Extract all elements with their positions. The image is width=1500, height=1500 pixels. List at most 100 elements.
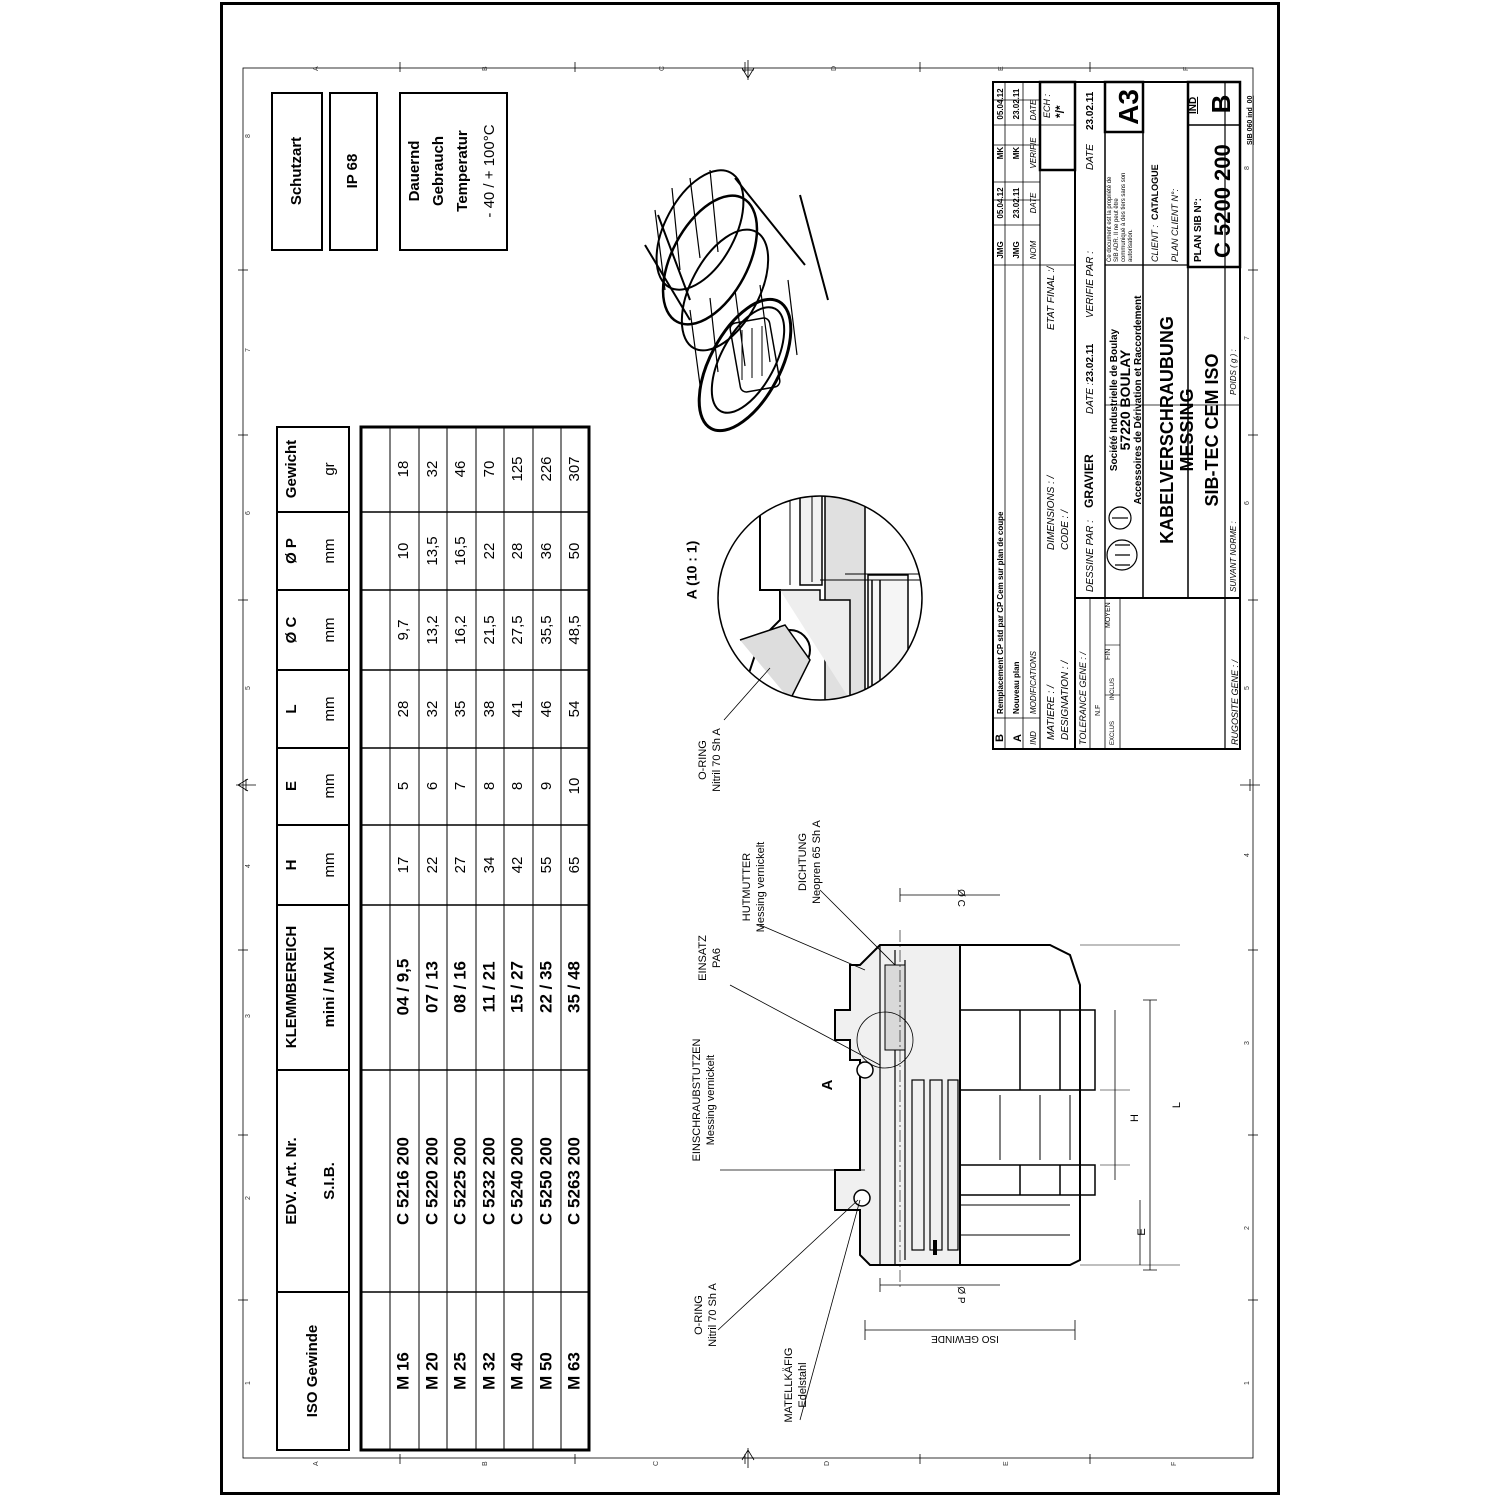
dim-h: H: [1129, 1114, 1141, 1122]
client-label: CLIENT :: [1150, 224, 1160, 262]
table-cell-r3-c6: 21,5: [481, 615, 498, 644]
etat-final: ETAT FINAL :/: [1046, 265, 1057, 330]
zone-number-right-7: 7: [1244, 336, 1251, 340]
tol-nf: N.F: [1095, 705, 1102, 716]
zone-number-left-3: 3: [245, 1014, 252, 1018]
zone-letter-top-f: F: [1183, 67, 1190, 71]
code: CODE : /: [1060, 509, 1071, 550]
zone-number-left-5: 5: [245, 686, 252, 690]
table-cell-r0-c7: 10: [395, 543, 412, 560]
tol-exclus: EXCLUS: [1110, 721, 1116, 745]
table-header-l1-1: EDV. Art. Nr.: [283, 1137, 300, 1224]
table-cell-r2-c5: 35: [452, 701, 469, 718]
sheet-format: A3: [1113, 89, 1144, 125]
table-cell-r1-c0: M 20: [422, 1352, 441, 1390]
table-cell-r4-c5: 41: [509, 701, 526, 718]
zone-letter-top-e: E: [998, 66, 1005, 71]
table-cell-r3-c3: 34: [481, 857, 498, 874]
zone-number-right-5: 5: [1244, 686, 1251, 690]
table-cell-r0-c8: 18: [395, 461, 412, 478]
dichtung-label: DICHTUNG: [797, 833, 809, 891]
temp-line-4: - 40 / + 100°C: [481, 124, 498, 217]
zone-letter-bottom-e: E: [1003, 1461, 1010, 1466]
table-cell-r4-c3: 42: [509, 857, 526, 874]
zone-number-right-4: 4: [1244, 853, 1251, 857]
table-cell-r5-c1: C 5250 200: [536, 1137, 555, 1225]
zone-letter-top-a: A: [313, 66, 320, 71]
table-header: [276, 426, 350, 1451]
table-cell-r5-c4: 9: [538, 782, 555, 790]
table-header-l2-5: mm: [321, 697, 338, 722]
table-header-l2-4: mm: [321, 774, 338, 799]
drawing-frame: [220, 2, 1280, 1495]
table-header-l1-5: L: [283, 704, 300, 713]
table-cell-r6-c6: 48,5: [566, 615, 583, 644]
spec-boxes: Schutzart IP 68 Dauernd Gebrauch Tempera…: [271, 92, 508, 251]
table-cell-r1-c8: 32: [424, 461, 441, 478]
table-cell-r1-c5: 32: [424, 701, 441, 718]
table-cell-r2-c3: 27: [452, 857, 469, 874]
zone-number-right-6: 6: [1244, 501, 1251, 505]
detail-o-ring-label: O-RING: [697, 740, 709, 780]
table-header-l2-3: mm: [321, 853, 338, 878]
plan-sib-value: C 5200 200: [1210, 144, 1235, 258]
einsatz-material: PA6: [711, 948, 723, 968]
table-cell-r3-c2: 11 / 21: [479, 961, 498, 1012]
table-cell-r4-c4: 8: [509, 782, 526, 790]
date-label: DATE :: [1085, 382, 1096, 414]
temp-line-1: Dauernd: [406, 141, 423, 202]
company-line-2: 57220 BOULAY: [1117, 349, 1133, 450]
table-cell-r6-c1: C 5263 200: [564, 1137, 583, 1225]
table-cell-r2-c4: 7: [452, 782, 469, 790]
property-note-2: SIB ADR. Il ne peut être: [1114, 198, 1120, 262]
table-header-l1-2: KLEMMBEREICH: [283, 926, 300, 1049]
zone-number-right-1: 1: [1244, 1381, 1251, 1385]
dessine-par-label: DESSINE PAR :: [1085, 520, 1096, 592]
zone-letter-bottom-c: C: [653, 1461, 660, 1466]
technical-drawing: A B C D E F A B C D E F 1 2 3 4 5 6 7 8 …: [236, 60, 1260, 1468]
plan-sib-label: PLAN SIB N°:: [1193, 198, 1204, 262]
isometric-view: [644, 169, 829, 433]
zone-number-right-3: 3: [1244, 1041, 1251, 1045]
detail-a-view: A (10 : 1) O-RING Nitril 70 Sh A: [684, 495, 923, 792]
zone-number-left-6: 6: [245, 511, 252, 515]
zone-number-right-2: 2: [1244, 1226, 1251, 1230]
rev-a-text: Nouveau plan: [1012, 661, 1021, 714]
table-cell-r3-c4: 8: [481, 782, 498, 790]
table-cell-r3-c0: M 32: [479, 1352, 498, 1390]
dimensions: DIMENSIONS : /: [1046, 474, 1057, 550]
table-cell-r5-c6: 35,5: [538, 615, 555, 644]
table-cell-r2-c2: 08 / 16: [450, 961, 469, 1013]
o-ring-material: Nitril 70 Sh A: [707, 1283, 719, 1347]
matiere: MATIERE : /: [1046, 684, 1057, 740]
section-view: [834, 888, 1180, 1340]
zone-number-right-8: 8: [1244, 166, 1251, 170]
tol-fin: FIN: [1105, 649, 1112, 660]
tol-moyen: MOYEN: [1105, 602, 1112, 628]
section-labels: MATELLKÄFIG Edelstahl O-RING Nitril 70 S…: [691, 819, 1183, 1422]
table-cell-r6-c0: M 63: [564, 1352, 583, 1390]
zone-number-left-4: 4: [245, 864, 252, 868]
table-header-l2-6: mm: [321, 618, 338, 643]
dim-p: Ø P: [955, 1286, 966, 1304]
rev-a-ind: A: [1012, 734, 1024, 742]
table-cell-r0-c0: M 16: [393, 1352, 412, 1390]
date2-value: 23.02.11: [1085, 91, 1096, 130]
table-header-l2-2: mini / MAXI: [321, 947, 338, 1028]
hutmutter-label: HUTMUTTER: [741, 853, 753, 921]
table-cell-r4-c2: 15 / 27: [507, 961, 526, 1013]
einschraubstutzen-material: Messing vernickelt: [705, 1055, 717, 1145]
sib-logo: [1106, 506, 1138, 571]
o-ring-label: O-RING: [693, 1295, 705, 1335]
client-value: CATALOGUE: [1150, 164, 1160, 220]
rev-b-date: 05.04.12: [996, 187, 1005, 219]
hdr-verifie: VERIFIE: [1029, 137, 1038, 169]
rev-a-nom: JMG: [1012, 241, 1021, 258]
dichtung-material: Neopren 65 Sh A: [811, 819, 823, 903]
table-cell-r4-c7: 28: [509, 543, 526, 560]
table-header-l1-6: Ø C: [283, 617, 300, 644]
table-cell-r6-c2: 35 / 48: [564, 961, 583, 1013]
ind-value: B: [1206, 95, 1236, 114]
rev-a-verifie: MK: [1012, 147, 1021, 160]
